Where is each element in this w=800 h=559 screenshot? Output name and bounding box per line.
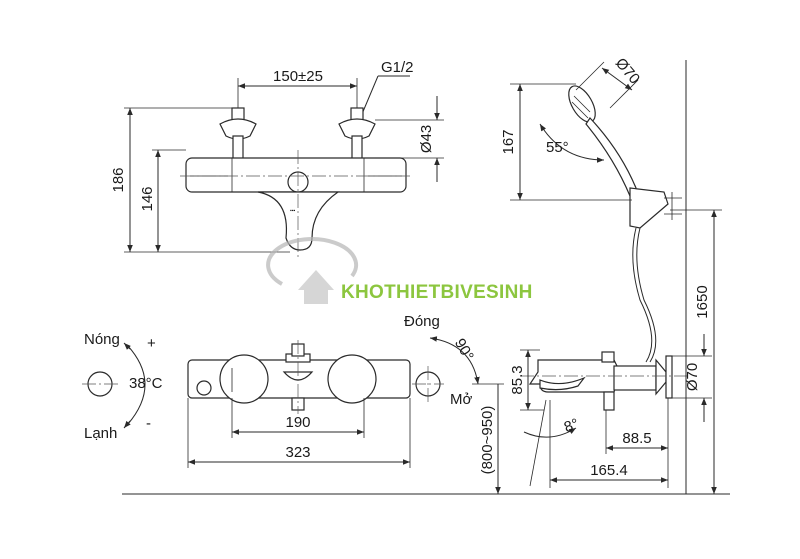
temperature-dial: Nóng + 38°C Lạnh - bbox=[82, 331, 163, 442]
hot-label: Nóng bbox=[84, 331, 120, 348]
dim-total-length: 323 bbox=[285, 444, 310, 461]
dim-spout-angle: 8° bbox=[562, 415, 581, 436]
dim-total-depth: 165.4 bbox=[590, 462, 628, 479]
close-label: Đóng bbox=[404, 313, 440, 330]
install-height: (800~950) bbox=[472, 383, 504, 494]
dim-rail-height: 1650 bbox=[694, 285, 711, 318]
shower-view: Ø70 167 55° 1650 bbox=[500, 55, 722, 494]
dim-install-height: (800~950) bbox=[479, 406, 496, 475]
dim-center-spacing: 190 bbox=[285, 414, 310, 431]
plus-sign: + bbox=[147, 335, 156, 352]
dim-spout-reach: 88.5 bbox=[622, 430, 651, 447]
dim-head-diameter: Ø70 bbox=[612, 55, 643, 88]
dim-thread: G1/2 bbox=[381, 59, 414, 76]
dim-body-height: 146 bbox=[139, 186, 156, 211]
minus-sign: - bbox=[146, 415, 151, 432]
top-view: 190 323 bbox=[187, 340, 411, 468]
dim-spout-height: 85.3 bbox=[509, 365, 526, 394]
temperature-label: 38°C bbox=[129, 375, 163, 392]
side-view: 85.3 8° 88.5 165.4 Ø70 bbox=[509, 334, 712, 488]
cold-label: Lạnh bbox=[84, 425, 117, 442]
front-view: 150±25 G1/2 ▪▪▪ Ø43 bbox=[110, 59, 444, 258]
watermark: KHOTHIETBIVESINH bbox=[266, 237, 533, 304]
dim-flange-diameter: Ø70 bbox=[684, 363, 701, 391]
dim-head-height: 167 bbox=[500, 129, 517, 154]
flow-dial: Đóng 90° Mở bbox=[404, 313, 480, 408]
brand-mark: ▪▪▪ bbox=[290, 208, 296, 214]
dim-inlet-diameter: Ø43 bbox=[418, 125, 435, 153]
watermark-text: KHOTHIETBIVESINH bbox=[341, 282, 533, 303]
dim-total-height: 186 bbox=[110, 167, 127, 192]
dim-head-angle: 55° bbox=[546, 139, 569, 156]
open-label: Mở bbox=[450, 391, 472, 408]
flow-angle-label: 90° bbox=[451, 336, 477, 364]
dim-inlet-spacing: 150±25 bbox=[273, 68, 323, 85]
